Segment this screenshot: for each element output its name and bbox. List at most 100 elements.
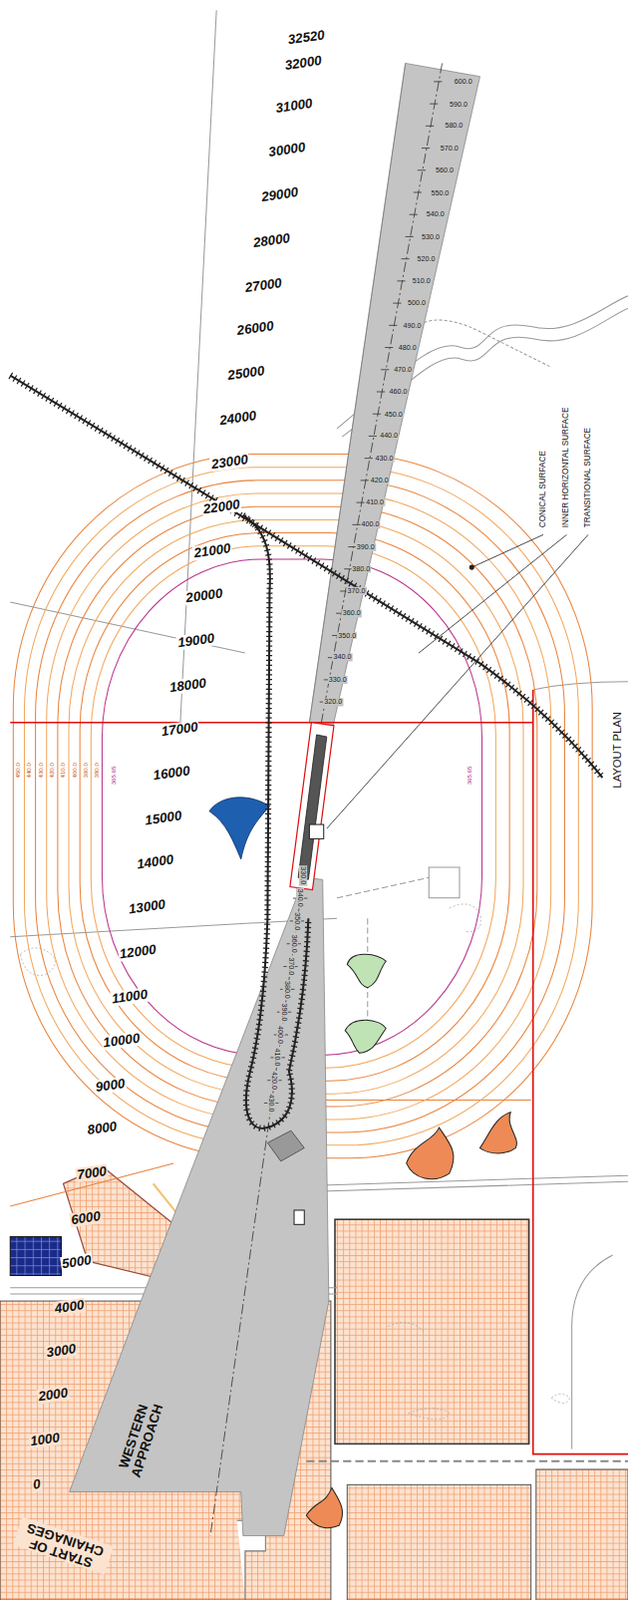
elevation-label: 420.0 xyxy=(369,476,390,485)
elevation-label: 480.0 xyxy=(397,343,418,352)
map-line xyxy=(364,457,373,459)
chainage-label: 27000 xyxy=(243,276,285,297)
chainage-label: 21000 xyxy=(192,541,234,562)
start-label: START OF CHAINAGES xyxy=(12,1517,114,1575)
contour-label: 440.0 xyxy=(26,761,34,779)
elevation-label: 330.0 xyxy=(299,865,308,886)
map-line xyxy=(417,169,426,171)
map-path xyxy=(387,1322,424,1332)
approach-label: WESTERN APPROACH xyxy=(113,1393,168,1485)
map-line xyxy=(376,391,385,393)
chainage-label: 19000 xyxy=(175,630,217,651)
map-polygon xyxy=(298,734,327,880)
chainage-label: 10000 xyxy=(101,1030,143,1051)
elevation-label: 430.0 xyxy=(267,1093,276,1114)
elevation-label: 450.0 xyxy=(383,409,404,418)
map-path xyxy=(9,375,603,778)
surface-callout: CONICAL SURFACE xyxy=(538,449,548,529)
map-path xyxy=(306,1460,628,1463)
contour-label: 400.0 xyxy=(70,761,78,779)
map-path xyxy=(533,681,628,690)
chainage-label: 24000 xyxy=(217,408,259,429)
contour-label: 380.0 xyxy=(92,761,100,779)
map-line xyxy=(392,303,401,305)
elevation-label: 500.0 xyxy=(406,299,427,308)
map-polygon xyxy=(309,62,480,726)
map-rect xyxy=(536,1469,628,1600)
chainage-label: 30000 xyxy=(266,140,308,161)
map-path xyxy=(449,904,482,933)
chainage-label: 1000 xyxy=(27,1430,61,1450)
chainage-label: 22000 xyxy=(201,497,243,518)
chainage-label: 0 xyxy=(30,1476,42,1493)
elevation-label: 390.0 xyxy=(355,543,376,552)
contour-label: 430.0 xyxy=(37,761,45,779)
elevation-label: 490.0 xyxy=(401,320,422,329)
map-rect xyxy=(9,1237,61,1276)
map-path xyxy=(326,534,589,829)
chainage-label: 25000 xyxy=(226,363,268,384)
map-g xyxy=(326,534,589,829)
elevation-label: 320.0 xyxy=(322,697,343,706)
map-g xyxy=(9,375,603,1129)
chainage-label: 15000 xyxy=(143,808,185,829)
chainage-label: 12000 xyxy=(117,942,159,962)
map-path xyxy=(306,1181,628,1192)
map-line xyxy=(421,147,430,149)
map-line xyxy=(355,502,364,504)
map-line xyxy=(396,280,405,282)
elevation-label: 560.0 xyxy=(434,166,455,175)
chainage-label: 13000 xyxy=(126,897,168,918)
chainage-label: 23000 xyxy=(209,452,251,473)
map-path xyxy=(344,1019,386,1053)
map-line xyxy=(384,346,393,348)
map-g xyxy=(264,81,442,1104)
elevation-label: 540.0 xyxy=(425,210,446,219)
contour-label: 420.0 xyxy=(48,761,56,779)
chainage-label: 2000 xyxy=(36,1385,70,1405)
map-path xyxy=(210,885,303,1536)
chainage-label: 18000 xyxy=(167,675,209,696)
elevation-label: 350.0 xyxy=(336,631,357,640)
elevation-label: 460.0 xyxy=(387,387,408,396)
map-polygon xyxy=(267,1130,305,1162)
map-line xyxy=(388,324,397,326)
chainage-label: 26000 xyxy=(235,318,277,339)
elevation-label: 440.0 xyxy=(378,432,399,441)
plan-title: LAYOUT PLAN xyxy=(611,710,624,790)
map-path xyxy=(418,534,568,653)
elevation-label: 570.0 xyxy=(439,144,460,153)
map-line xyxy=(360,479,369,481)
map-path xyxy=(551,1393,570,1403)
elevation-label: 530.0 xyxy=(420,233,441,242)
chainage-label: 3000 xyxy=(44,1341,78,1361)
map-line xyxy=(368,435,377,437)
elevation-label: 350.0 xyxy=(293,911,302,932)
surface-callout: INNER HORIZONTAL SURFACE xyxy=(562,406,572,530)
chainage-label: 6000 xyxy=(68,1209,102,1229)
contour-label: 390.0 xyxy=(81,761,89,779)
map-path xyxy=(406,1127,454,1180)
surface-callout: TRANSITIONAL SURFACE xyxy=(584,426,594,529)
map-path xyxy=(243,515,310,1129)
chainage-label: 17000 xyxy=(159,719,201,740)
map-path xyxy=(479,1112,517,1154)
chainage-label: 8000 xyxy=(85,1119,119,1139)
chainage-label: 11000 xyxy=(109,986,150,1007)
map-path xyxy=(403,319,553,367)
contour-label: 365.65 xyxy=(110,765,118,787)
elevation-label: 420.0 xyxy=(270,1070,279,1091)
chainage-label: 14000 xyxy=(134,852,176,873)
map-path xyxy=(179,9,217,735)
elevation-label: 370.0 xyxy=(287,956,296,977)
elevation-label: 410.0 xyxy=(364,498,385,507)
map-path xyxy=(306,1487,342,1528)
elevation-label: 600.0 xyxy=(453,77,474,86)
elevation-label: 580.0 xyxy=(443,121,464,130)
map-line xyxy=(425,125,434,127)
elevation-label: 380.0 xyxy=(283,978,292,999)
elevation-label: 430.0 xyxy=(373,454,394,463)
map-path xyxy=(408,1408,450,1420)
map-line xyxy=(372,413,381,415)
